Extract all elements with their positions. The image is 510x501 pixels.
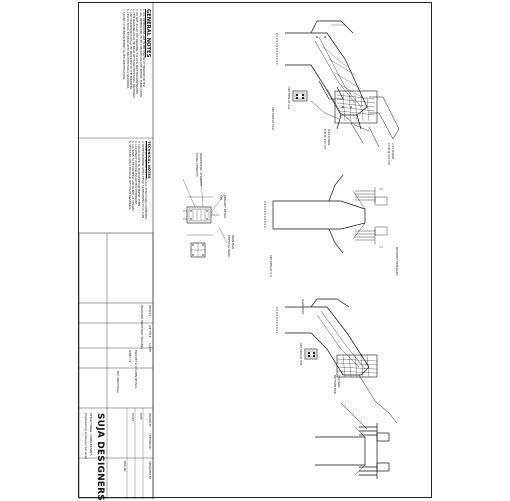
bracket-bottom-lower — [340, 374, 398, 430]
column-middle-rebars — [355, 187, 388, 248]
section-b-label: SECTION AT B-B — [299, 343, 303, 366]
rebar-label: MAIN BAR — [231, 235, 235, 249]
rev-row: DRAWN BY — [148, 413, 151, 427]
rebar-label: EXTRA STIRRUPS — [195, 153, 199, 177]
rev-row: CHECKED BY — [148, 433, 151, 450]
rebar-label: PLAN 1000 — [301, 299, 305, 315]
column-middle — [264, 174, 366, 254]
bracket-bottom-outline — [285, 306, 370, 376]
job-title-value: BRACKET & COLUMN DETAILS — [134, 350, 137, 389]
general-note: 1. ALL DIMENSIONS ARE IN MM UNLESS OTHER… — [142, 9, 145, 88]
drawing-sheet: GENERAL NOTES 1. ALL DIMENSIONS ARE IN M… — [78, 2, 432, 501]
rebar-label: VERTICAL BARS — [227, 235, 231, 257]
rebar-label: BOTTOM BAR — [333, 375, 337, 394]
rebar-label: HORIZONTAL STIRRUPS — [199, 153, 203, 186]
firm-sub: STRUCTURAL CONSULTANTS — [89, 413, 93, 456]
section-c-label: SECTION AT C-C — [269, 255, 273, 278]
job-title-value2: SHEET 01 — [128, 350, 131, 363]
hatched-rebar-zone-2 — [336, 354, 378, 378]
technical-note: 5. ALL BARS TO BE PROPERLY ANCHORED AS S… — [130, 141, 134, 212]
technical-note: 4. LAP LENGTH 50D UNLESS NOTED OTHERWISE… — [134, 141, 138, 205]
rebar-label: TOP BAR — [337, 375, 341, 388]
hatched-rebar-zone-1 — [334, 90, 378, 124]
general-note: 6. LEVELS SHALL BE READ WITH ARCHITECTUR… — [125, 9, 129, 90]
column-top — [310, 80, 370, 132]
bracket-detail-sub: TYP. — [219, 195, 223, 201]
column-lower — [315, 423, 390, 479]
section-d-label: SECTION AT D-D — [271, 107, 275, 130]
general-note: 2. ALL DIMENSIONS TO BE CHECKED ON SITE … — [138, 9, 142, 98]
job-title-label: JOB TITLE — [148, 325, 151, 338]
bracket-detail-leaders — [182, 178, 228, 244]
technical-note: 6. SECTIONS SHALL BE READ WITH PLAN DRAW… — [127, 141, 131, 210]
rev-row: APPROVED BY — [148, 461, 151, 480]
title-block-frame — [79, 232, 154, 499]
column-middle-outline — [272, 200, 366, 230]
technical-note: 1. CONCRETE GRADE M25 FOR ALL STRUCTURAL… — [144, 141, 147, 220]
rev-row: DATE — [139, 413, 142, 420]
section-a-box — [292, 90, 308, 102]
general-notes: GENERAL NOTES 1. ALL DIMENSIONS ARE IN M… — [122, 9, 151, 99]
rev-row: DRG NO. — [123, 461, 126, 473]
rebar-label: 10 Ø @ 200 C/C — [387, 143, 391, 166]
bracket-bottom — [276, 298, 370, 376]
technical-notes-title: TECHNICAL NOTES — [147, 141, 151, 179]
technical-note: 2. REINFORCEMENT STEEL FE500 CONFORMING … — [140, 141, 144, 220]
bracket-top-rebar-dots — [316, 36, 352, 108]
technical-notes: TECHNICAL NOTES 1. CONCRETE GRADE M25 FO… — [127, 141, 151, 220]
project-label: PROJECT — [148, 305, 151, 317]
bracket-top — [276, 20, 368, 130]
firm-address: Engineering & Design Services — [84, 413, 88, 460]
general-note: 3. DO NOT SCALE THE DRAWING, FOLLOW WRIT… — [135, 9, 139, 95]
rebar-label: DISTRIBUTION BARS — [395, 247, 399, 276]
firm-name: SUJA DESIGNERS — [95, 413, 105, 501]
general-note: 5. ANY DISCREPANCY SHALL BE REPORTED TO … — [128, 9, 132, 90]
rev-row: SCALE — [131, 413, 134, 422]
rebar-label: 8 Ø @ 150 C/C — [323, 129, 327, 150]
bracket-top-lower — [350, 96, 400, 148]
bracket-detail-drawing — [183, 196, 219, 258]
general-notes-title: GENERAL NOTES — [145, 9, 151, 58]
section-a-label: SECTION AT A-A — [287, 87, 291, 110]
bracket-detail-dots — [190, 210, 208, 256]
project-value: PROPOSED INDUSTRIAL BUILDING — [140, 305, 143, 350]
structural-drawing — [79, 3, 400, 499]
rebar-label: 4-16 Ø BAR — [327, 129, 331, 146]
client-label: CLIENT — [148, 343, 151, 353]
section-b-box — [304, 348, 318, 360]
client-value: M/S. INDUSTRIAL — [116, 371, 119, 394]
general-note: 4. THIS DRAWING SHALL BE READ WITH ARCHI… — [132, 9, 136, 99]
rebar-label: 2-12 Ø BAR — [391, 143, 395, 160]
bracket-detail-label: BRACKET DETAIL — [223, 195, 227, 219]
